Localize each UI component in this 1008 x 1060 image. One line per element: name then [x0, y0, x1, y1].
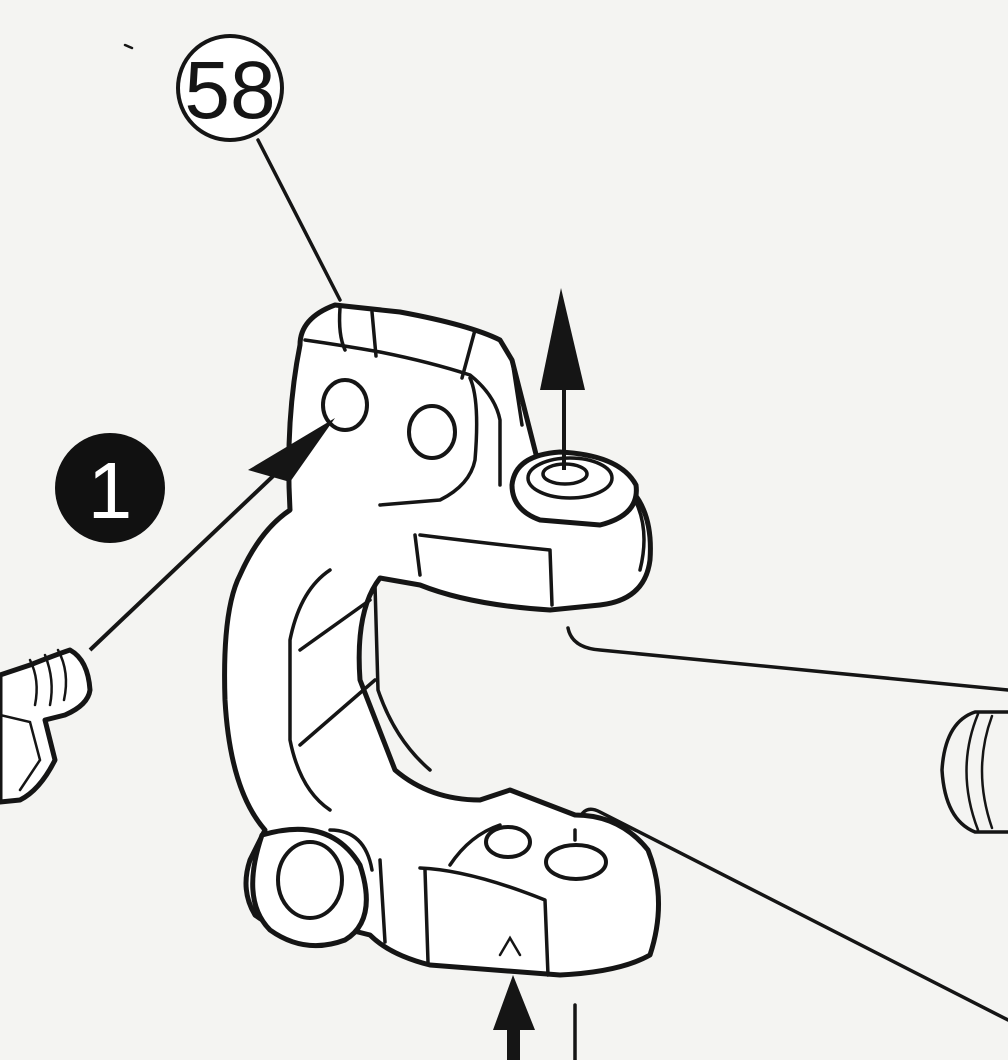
arrowhead-icon — [248, 418, 335, 482]
lift-up-arrow — [540, 288, 585, 470]
lower-lug — [250, 826, 374, 949]
bottom-arrowhead-icon — [493, 975, 535, 1060]
part-number-label: 58 — [184, 45, 275, 136]
insert-screw-arrow — [88, 418, 335, 652]
cylinder-fragment — [940, 710, 1008, 834]
up-arrowhead-icon — [540, 288, 585, 390]
arm-upper-edge — [566, 626, 1008, 692]
callout-leader-line — [256, 138, 342, 302]
upper-pivot-boss — [413, 449, 646, 607]
part-number-callout: 58 — [176, 34, 342, 302]
lower-hole-small — [484, 825, 532, 859]
knuckle-channel — [288, 568, 332, 812]
step-badge-circle — [55, 433, 165, 543]
lower-hole-pivot — [544, 843, 608, 881]
screw-icon — [0, 647, 93, 805]
step-number-badge: 1 — [55, 433, 165, 543]
upper-hole-right — [407, 404, 457, 460]
upper-hole-left — [321, 378, 369, 432]
step-number-label: 1 — [88, 446, 133, 535]
push-up-arrow — [493, 975, 577, 1060]
lower-pivot-block — [378, 823, 608, 977]
callout-circle — [176, 34, 284, 142]
